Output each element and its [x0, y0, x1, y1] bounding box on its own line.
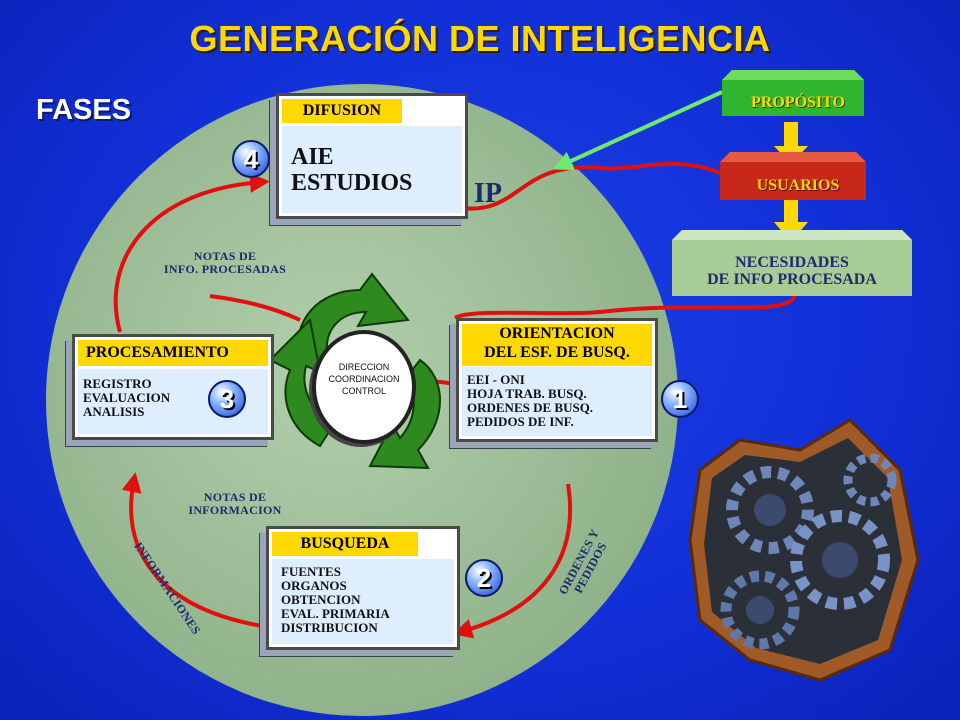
orientacion-box: ORIENTACION DEL ESF. DE BUSQ. EEI - ONI … [456, 318, 658, 442]
orientacion-item: HOJA TRAB. BUSQ. [467, 386, 587, 401]
procesamiento-header: PROCESAMIENTO [78, 340, 268, 366]
gears-icon [688, 418, 920, 682]
procesamiento-item: EVALUACION [83, 390, 171, 405]
necesidades-line2: DE INFO PROCESADA [707, 271, 877, 288]
fases-label: FASES [36, 94, 132, 126]
center-control-disc [312, 330, 416, 444]
flow-arrow-necesidades-to-orientacion [453, 294, 797, 320]
usuarios-slab [720, 152, 866, 200]
center-line-direccion: DIRECCION [338, 362, 390, 372]
flow-arrow-busqueda-to-procesamiento [121, 472, 263, 628]
flow-arrow-procesamiento-to-difusion [113, 172, 270, 333]
label-line: NOTAS DE [203, 490, 267, 504]
procesamiento-item: ANALISIS [83, 404, 145, 419]
procesamiento-item: REGISTRO [83, 376, 152, 391]
label-line: INFO. PROCESADAS [163, 262, 287, 276]
orientacion-header-line2: DEL ESF. DE BUSQ. [484, 343, 630, 361]
label-notas-informacion: NOTAS DE INFORMACION [160, 491, 310, 517]
center-control-text: DIRECCION COORDINACION CONTROL [312, 361, 416, 397]
phase-number-3: 3 [208, 380, 246, 418]
necesidades-label: NECESIDADES DE INFO PROCESADA [672, 254, 912, 288]
difusion-items: AIE ESTUDIOS [291, 144, 412, 196]
difusion-box: DIFUSION AIE ESTUDIOS [276, 93, 468, 219]
center-line-control: CONTROL [341, 386, 386, 396]
orientacion-items: EEI - ONI HOJA TRAB. BUSQ. ORDENES DE BU… [467, 373, 593, 429]
label-notas-info-procesadas: NOTAS DE INFO. PROCESADAS [140, 250, 310, 276]
busqueda-item: ORGANOS [281, 578, 347, 593]
proposito-label: PROPÓSITO [751, 94, 845, 111]
busqueda-items: FUENTES ORGANOS OBTENCION EVAL. PRIMARIA… [281, 565, 390, 635]
phase-number-1: 1 [661, 380, 699, 418]
busqueda-item: FUENTES [281, 564, 341, 579]
procesamiento-box: PROCESAMIENTO REGISTRO EVALUACION ANALIS… [72, 334, 274, 440]
busqueda-item: EVAL. PRIMARIA [281, 606, 390, 621]
difusion-item: ESTUDIOS [291, 170, 413, 196]
necesidades-slab [672, 230, 912, 296]
orientacion-item: ORDENES DE BUSQ. [467, 400, 594, 415]
label-line: INFORMACION [188, 503, 282, 517]
orientacion-item: PEDIDOS DE INF. [467, 414, 574, 429]
procesamiento-items: REGISTRO EVALUACION ANALISIS [83, 377, 170, 419]
busqueda-box: BUSQUEDA FUENTES ORGANOS OBTENCION EVAL.… [266, 526, 460, 650]
necesidades-line1: NECESIDADES [735, 254, 849, 271]
phase-number-4: 4 [232, 140, 270, 178]
proposito-arrow [552, 90, 723, 171]
flow-arrow-orientacion-to-busqueda [452, 483, 573, 639]
proposito-slab [722, 70, 864, 116]
difusion-header: DIFUSION [282, 99, 402, 123]
orientacion-header-line1: ORIENTACION [499, 325, 615, 342]
difusion-item: AIE [291, 144, 334, 170]
busqueda-header: BUSQUEDA [272, 532, 418, 556]
busqueda-item: DISTRIBUCION [281, 620, 378, 635]
center-line-coordinacion: COORDINACION [328, 374, 400, 384]
page-title: GENERACIÓN DE INTELIGENCIA [189, 18, 771, 59]
busqueda-item: OBTENCION [281, 592, 361, 607]
flow-arrow-center-to-difusion [209, 294, 301, 322]
ip-label: IP [474, 178, 502, 209]
orientacion-header: ORIENTACION DEL ESF. DE BUSQ. [462, 324, 652, 366]
orientacion-item: EEI - ONI [467, 372, 525, 387]
flow-arrow-difusion-to-usuarios [461, 162, 743, 211]
phase-number-2: 2 [465, 559, 503, 597]
usuarios-label: USUARIOS [756, 177, 840, 194]
label-line: NOTAS DE [193, 249, 257, 263]
